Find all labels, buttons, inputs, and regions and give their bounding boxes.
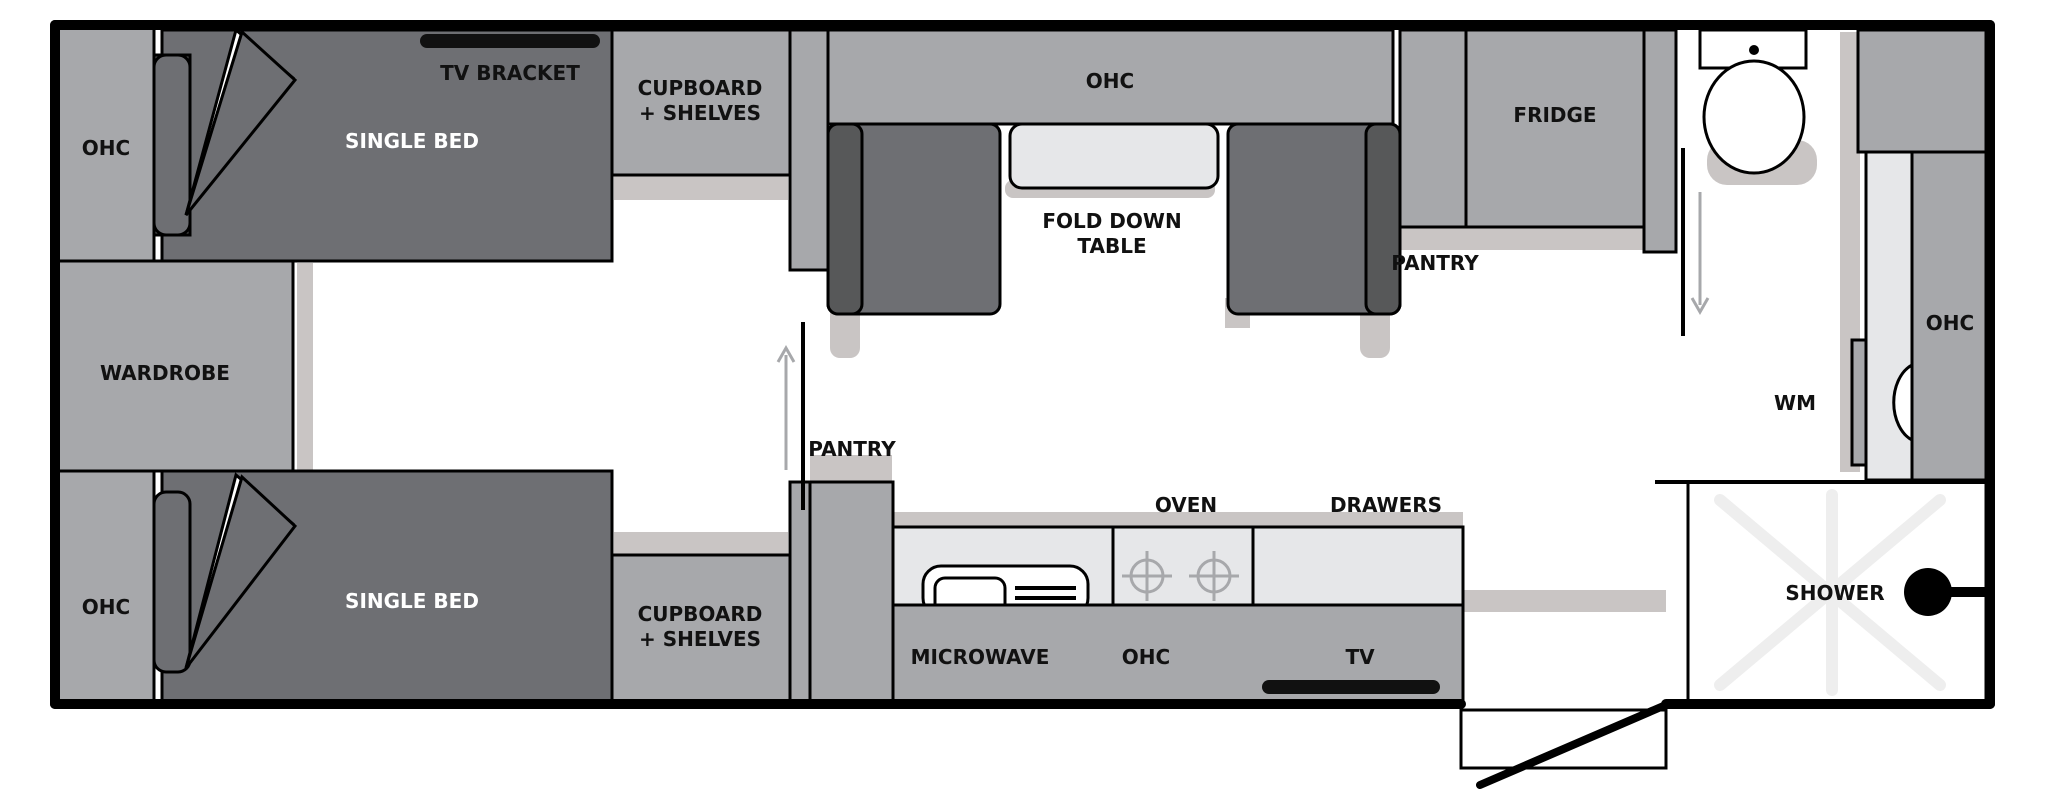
fold-down-table (1008, 122, 1220, 190)
svg-text:SHOWER: SHOWER (1785, 581, 1884, 605)
kitchen: PANTRY OVEN DRAWERS MICROWAVE OHC TV (788, 437, 1465, 704)
svg-text:CUPBOARD: CUPBOARD (638, 602, 763, 626)
svg-text:TABLE: TABLE (1077, 234, 1146, 258)
fridge (1464, 28, 1646, 229)
svg-text:+ SHELVES: + SHELVES (639, 101, 761, 125)
entry-step[interactable] (1459, 700, 1672, 789)
svg-text:TV: TV (1345, 645, 1375, 669)
toilet-bowl (1702, 59, 1806, 175)
svg-text:FOLD DOWN: FOLD DOWN (1042, 209, 1181, 233)
svg-text:FRIDGE: FRIDGE (1513, 103, 1596, 127)
svg-text:OHC: OHC (82, 595, 130, 619)
outer-walls (50, 20, 1995, 709)
svg-text:CUPBOARD: CUPBOARD (638, 76, 763, 100)
dinette: OHC FOLD DOWN TABLE (788, 28, 1402, 316)
svg-text:PANTRY: PANTRY (1391, 251, 1479, 275)
fridge-pantry: FRIDGE PANTRY (1391, 28, 1678, 275)
svg-text:OVEN: OVEN (1155, 493, 1217, 517)
tv-bar (1262, 680, 1440, 694)
ohc-dinette (826, 28, 1395, 126)
cupboard-shelves-bottom: CUPBOARD + SHELVES (610, 553, 792, 703)
svg-text:PANTRY: PANTRY (808, 437, 896, 461)
pantry-left (808, 480, 895, 704)
bathroom: OHC WM (1698, 28, 1988, 482)
svg-text:OHC: OHC (1086, 69, 1134, 93)
svg-text:WARDROBE: WARDROBE (100, 361, 230, 385)
svg-text:OHC: OHC (1122, 645, 1170, 669)
tv-bracket-bar (420, 34, 600, 48)
single-bed-top: TV BRACKET SINGLE BED (152, 27, 614, 263)
svg-text:SINGLE BED: SINGLE BED (345, 129, 479, 153)
ohc-bed-bottom: OHC (56, 469, 156, 703)
svg-text:WM: WM (1774, 391, 1816, 415)
svg-text:MICROWAVE: MICROWAVE (911, 645, 1050, 669)
svg-text:DRAWERS: DRAWERS (1330, 493, 1442, 517)
svg-text:OHC: OHC (1926, 311, 1974, 335)
svg-text:OHC: OHC (82, 136, 130, 160)
svg-text:+ SHELVES: + SHELVES (639, 627, 761, 651)
wardrobe: WARDROBE (56, 259, 295, 473)
cooktop-burners (1122, 551, 1239, 601)
svg-text:SINGLE BED: SINGLE BED (345, 589, 479, 613)
doors (776, 148, 1710, 510)
tv-bracket-label: TV BRACKET (440, 61, 580, 85)
single-bed-bottom: SINGLE BED (152, 469, 614, 703)
shower: SHOWER (1655, 480, 1990, 704)
shadows (297, 32, 1860, 612)
cupboard-shelves-top: CUPBOARD + SHELVES (610, 28, 792, 177)
ohc-bed-top: OHC (56, 26, 156, 263)
